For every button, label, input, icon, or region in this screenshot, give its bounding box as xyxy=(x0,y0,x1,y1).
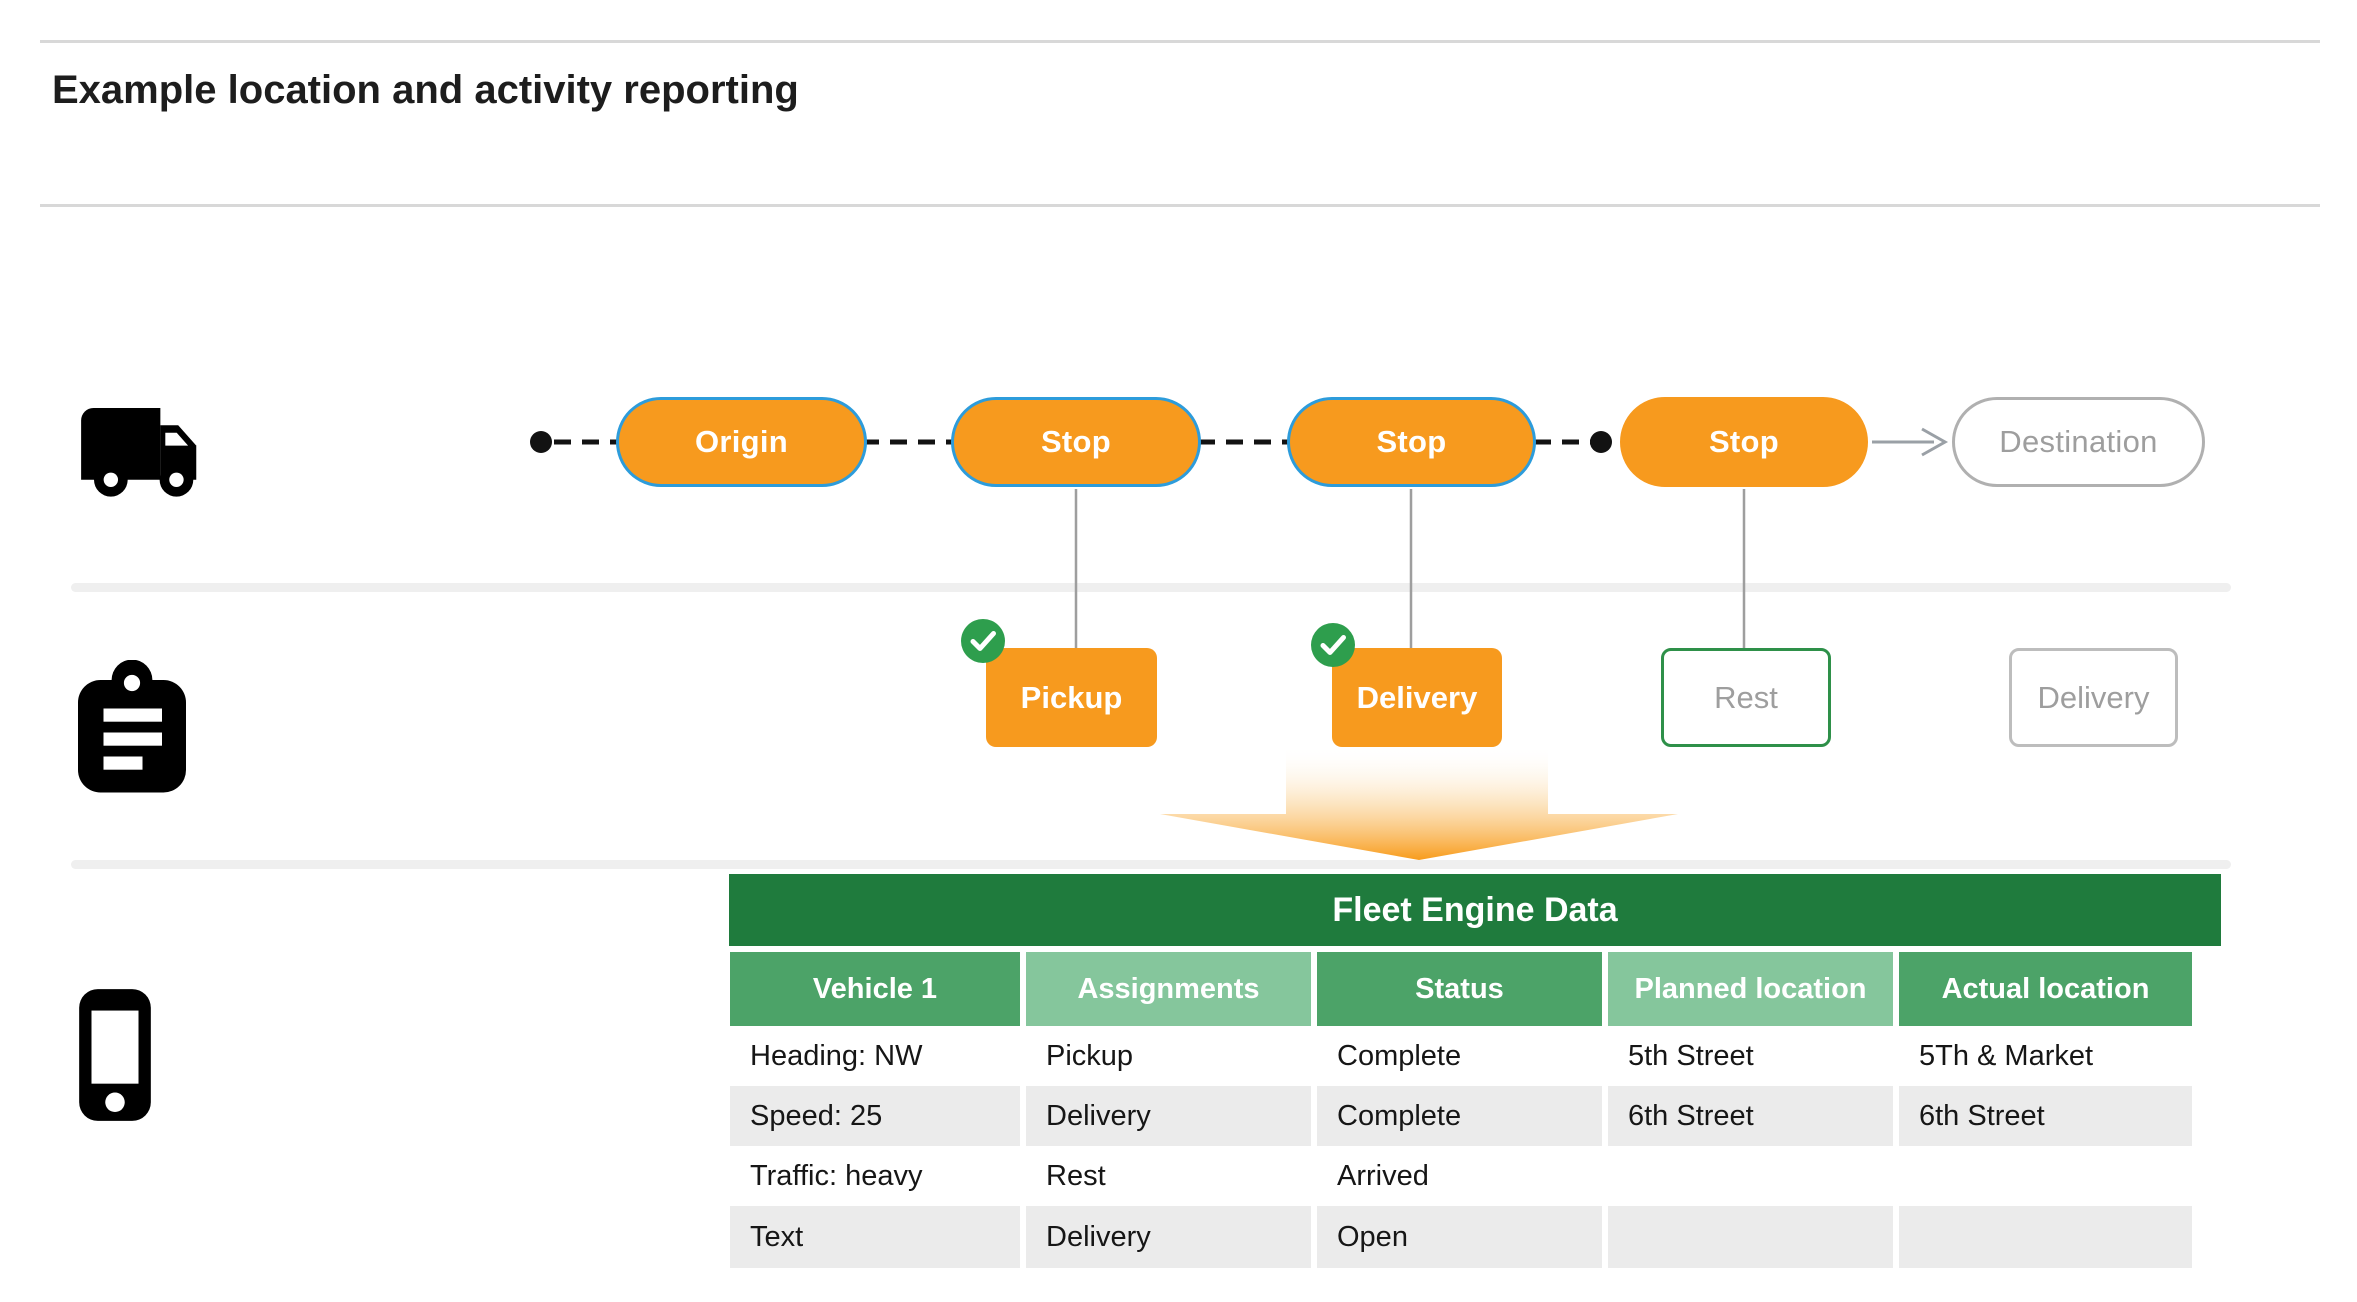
smartphone-icon xyxy=(72,982,158,1133)
route-node-origin: Origin xyxy=(616,397,867,487)
table-cell: Speed: 25 xyxy=(730,1086,1020,1146)
table-cell: Complete xyxy=(1317,1086,1602,1146)
table-cell: Open xyxy=(1317,1206,1602,1268)
page-title: Example location and activity reporting xyxy=(52,68,799,112)
table-cell: Traffic: heavy xyxy=(750,1159,923,1192)
gradient-down-arrow xyxy=(1160,746,1678,860)
table-cell: Delivery xyxy=(1026,1086,1311,1146)
column-header-planned-location: Planned location xyxy=(1608,952,1893,1026)
route-node-destination: Destination xyxy=(1952,397,2205,487)
table-cell xyxy=(1899,1206,2192,1268)
table-row: Speed: 25 Delivery Complete 6th Street 6… xyxy=(730,1086,2192,1146)
table-cell xyxy=(1899,1146,2192,1206)
column-header-vehicle: Vehicle 1 xyxy=(730,952,1020,1026)
activity-delivery-pending: Delivery xyxy=(2009,648,2178,747)
check-circle-icon xyxy=(960,618,1006,664)
column-header-assignments: Assignments xyxy=(1026,952,1311,1026)
activity-delivery: Delivery xyxy=(1332,648,1502,747)
route-node-stop-2: Stop xyxy=(1287,397,1536,487)
table-cell: Pickup xyxy=(1046,1039,1134,1072)
route-current-dot xyxy=(1590,431,1612,453)
table-title: Fleet Engine Data xyxy=(729,874,2221,946)
column-header-status: Status xyxy=(1317,952,1602,1026)
title-divider xyxy=(40,204,2320,207)
table-cell: Delivery xyxy=(1026,1206,1311,1268)
table-cell xyxy=(1608,1146,1893,1206)
table-cell: Complete xyxy=(1337,1039,1462,1072)
table-cell: Rest xyxy=(1046,1159,1106,1192)
table-cell: 6th Street xyxy=(1608,1086,1893,1146)
table-row: Heading: NW Pickup Complete 5th Street 5… xyxy=(730,1026,2192,1086)
clipboard-icon xyxy=(72,659,192,798)
activity-rest: Rest xyxy=(1661,648,1831,747)
table-cell xyxy=(1608,1206,1893,1268)
route-node-stop-3: Stop xyxy=(1620,397,1868,487)
column-header-actual-location: Actual location xyxy=(1899,952,2192,1026)
section-divider-vehicle-activity xyxy=(71,583,2231,592)
route-node-stop-1: Stop xyxy=(951,397,1201,487)
top-divider xyxy=(40,40,2320,43)
table-header-row: Vehicle 1 Assignments Status Planned loc… xyxy=(730,952,2192,1026)
arrowhead-right xyxy=(1921,427,1949,457)
table-row: Traffic: heavy Rest Arrived xyxy=(730,1146,2192,1206)
table-cell: Arrived xyxy=(1337,1159,1429,1192)
section-divider-activity-data xyxy=(71,860,2231,869)
activity-pickup: Pickup xyxy=(986,648,1157,747)
route-start-dot xyxy=(530,431,552,453)
table-cell: Heading: NW xyxy=(750,1039,923,1072)
table-cell: 5th Street xyxy=(1628,1039,1754,1072)
table-cell: 5Th & Market xyxy=(1919,1039,2094,1072)
table-cell: 6th Street xyxy=(1899,1086,2192,1146)
table-row: Text Delivery Open xyxy=(730,1206,2192,1268)
table-cell: Text xyxy=(730,1206,1020,1268)
check-circle-icon xyxy=(1310,622,1356,668)
truck-icon xyxy=(73,403,218,512)
